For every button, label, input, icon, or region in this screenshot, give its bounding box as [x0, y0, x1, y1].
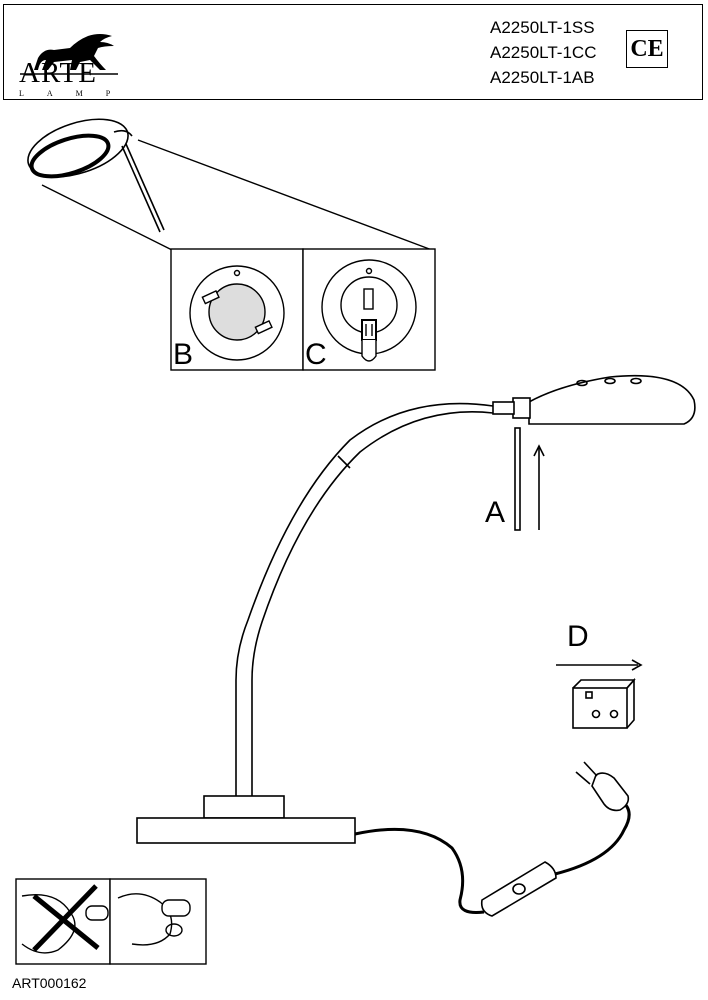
model-item: A2250LT-1CC	[490, 43, 597, 62]
halogen-bulb-icon	[361, 319, 377, 362]
panel-b	[170, 248, 304, 371]
label-c: C	[305, 338, 327, 371]
lion-logo-icon	[20, 34, 118, 75]
article-code: ART000162	[12, 975, 87, 991]
header-box: ARTE LAMP A2250LT-1SS A2250LT-1CC A2250L…	[3, 4, 703, 100]
desk-lamp	[136, 374, 696, 844]
lamp-head-detail	[27, 118, 165, 233]
cord-switch-icon	[480, 861, 557, 917]
label-a: A	[485, 496, 506, 529]
model-list: A2250LT-1SS A2250LT-1CC A2250LT-1AB	[490, 15, 596, 90]
label-d: D	[567, 620, 589, 653]
model-item: A2250LT-1AB	[490, 68, 595, 87]
label-b: B	[173, 338, 194, 371]
ce-mark: CE	[626, 30, 668, 68]
model-item: A2250LT-1SS	[490, 18, 595, 37]
brand-name: ARTE	[19, 57, 97, 89]
panel-c	[302, 248, 436, 371]
plug-icon	[575, 761, 630, 812]
wall-socket-icon	[572, 677, 636, 729]
no-bare-hands-icon	[15, 878, 207, 965]
brand-sub: LAMP	[19, 89, 134, 98]
